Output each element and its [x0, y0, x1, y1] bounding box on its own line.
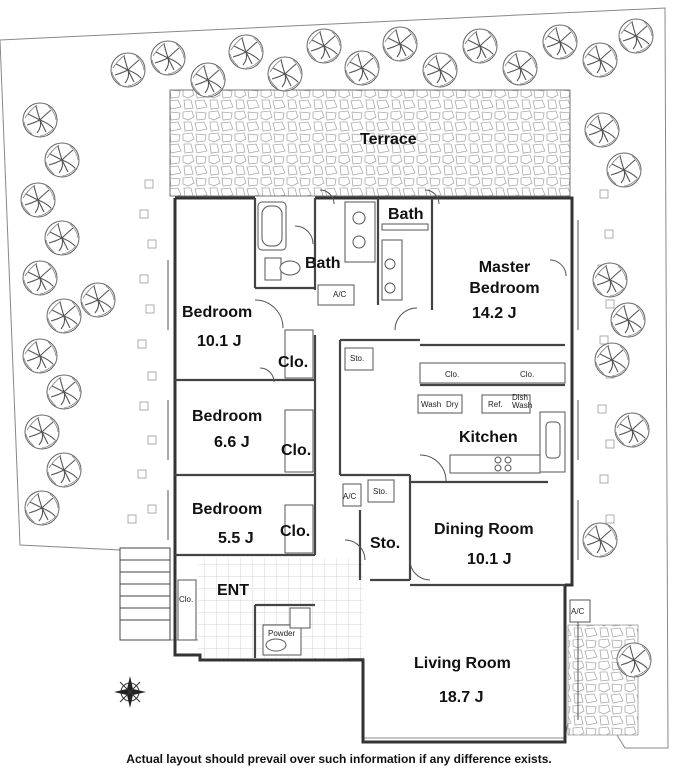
bedroom-3-label: Bedroom [192, 501, 263, 518]
master-bedroom-size: 14.2 J [472, 305, 517, 322]
bedroom-1-size: 10.1 J [197, 333, 242, 350]
bath-upper-label: Bath [388, 206, 424, 223]
storage-label: Sto. [370, 535, 401, 552]
bedroom-1-label: Bedroom [182, 304, 253, 321]
clo-small-label-3: Clo. [179, 595, 194, 604]
closets [177, 329, 566, 641]
master-bedroom-label: Master Bedroom [469, 259, 540, 297]
terrace-label: Terrace [360, 131, 417, 148]
dryer-label: Dry [446, 400, 459, 409]
bath-lower-label: Bath [305, 255, 341, 272]
interior-walls [175, 198, 565, 658]
dining-room-label: Dining Room [434, 521, 534, 538]
bedroom-2-label: Bedroom [192, 408, 263, 425]
kitchen-counters [417, 394, 566, 474]
door-swings [254, 189, 567, 581]
living-room-label: Living Room [414, 655, 511, 672]
bedroom-2-size: 6.6 J [214, 434, 250, 451]
ac-label-1: A/C [333, 290, 347, 299]
sto-small-label-2: Sto. [373, 487, 388, 496]
compass-rose-icon [114, 676, 146, 708]
washer-label: Wash [421, 400, 442, 409]
dishwasher-label: Dish Wash [512, 393, 533, 410]
ac-label-3: A/C [571, 607, 585, 616]
living-room-size: 18.7 J [439, 689, 484, 706]
bedroom-3-size: 5.5 J [218, 530, 254, 547]
clo-small-label-2: Clo. [520, 370, 535, 379]
outdoor-ac-unit [569, 599, 591, 623]
windows [167, 220, 579, 720]
bath-fixtures [257, 201, 429, 656]
entrance-steps [119, 547, 171, 641]
closet-3-label: Clo. [280, 523, 311, 540]
kitchen-label: Kitchen [459, 429, 518, 446]
powder-label: Powder [268, 629, 296, 638]
sto-small-label-1: Sto. [350, 354, 365, 363]
clo-small-label-1: Clo. [445, 370, 460, 379]
dining-room-size: 10.1 J [467, 551, 512, 568]
closet-2-label: Clo. [281, 442, 312, 459]
ac-label-2: A/C [343, 492, 357, 501]
exterior-walls [173, 196, 574, 744]
disclaimer: Actual layout should prevail over such i… [126, 752, 552, 766]
entrance-label: ENT [217, 582, 249, 599]
terrace-area [169, 89, 571, 197]
closet-1-label: Clo. [278, 354, 309, 371]
refrigerator-label: Ref. [488, 400, 503, 409]
